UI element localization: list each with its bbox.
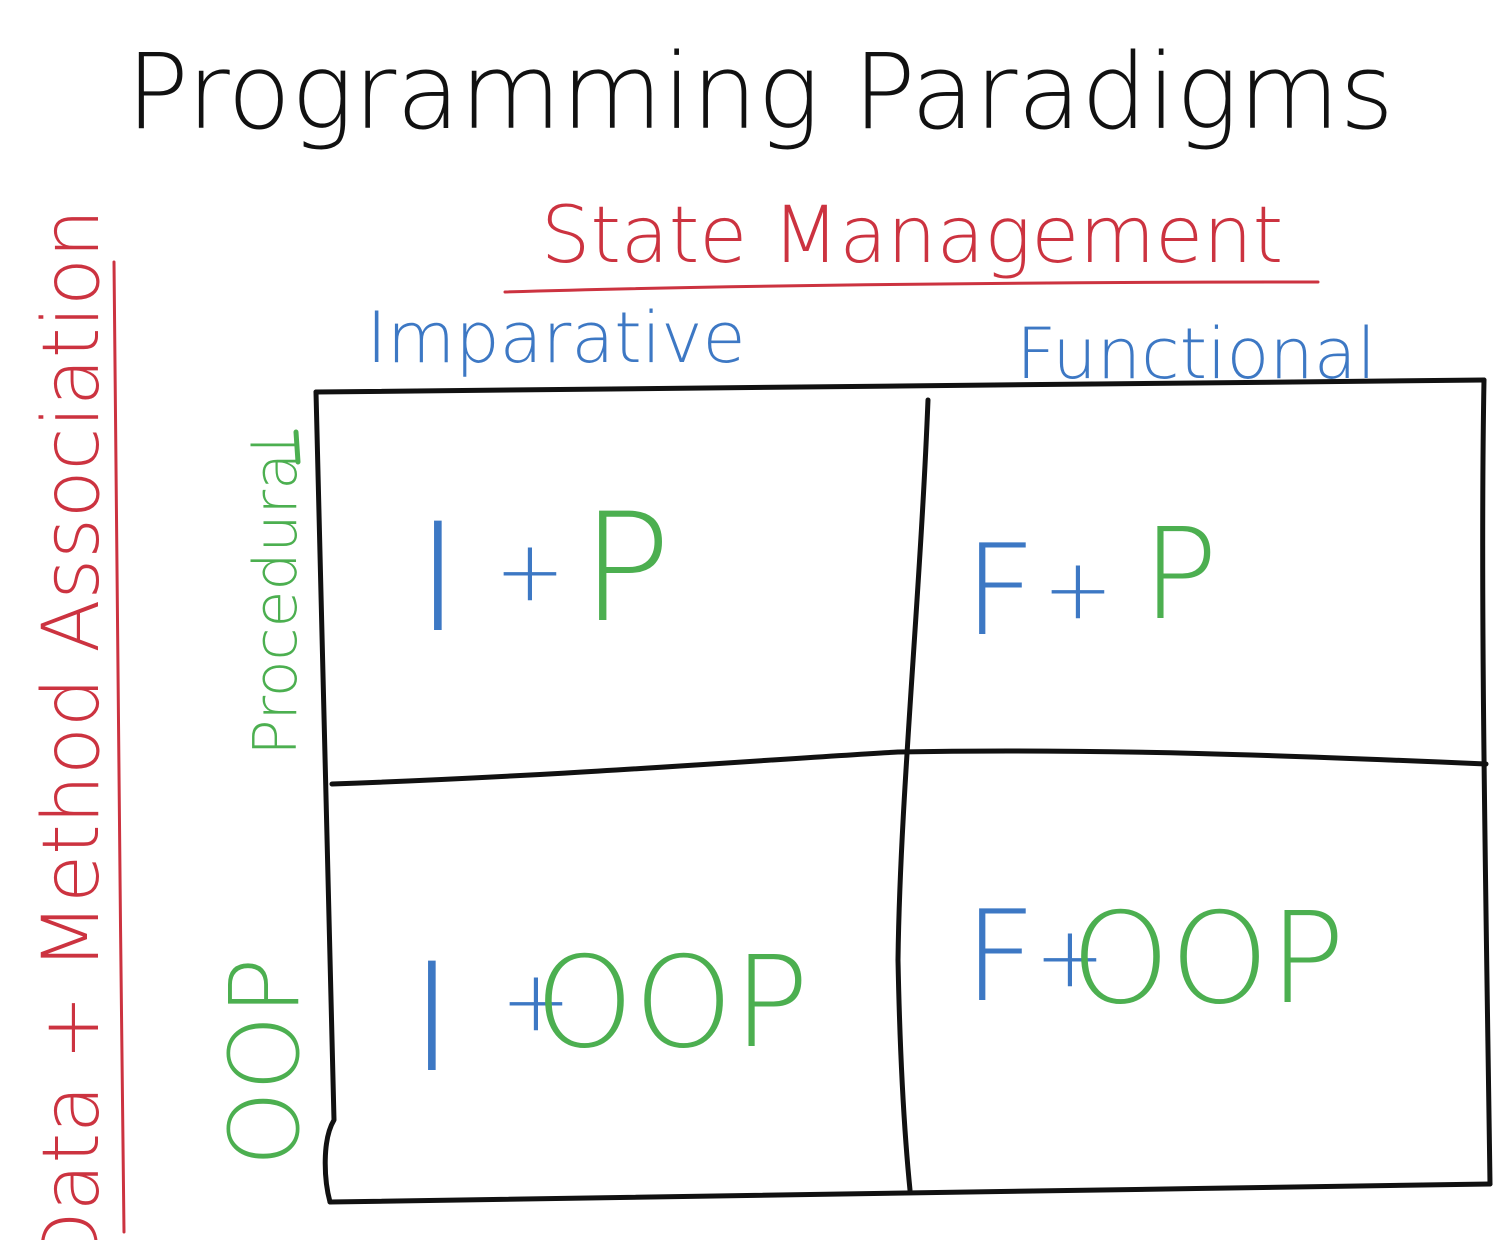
top-axis-label: State Management: [541, 191, 1283, 281]
left-axis-rule: [112, 260, 126, 1234]
cell-fp-plus: +: [1043, 540, 1113, 638]
cell-imperative-oop: I + OOP: [410, 929, 809, 1106]
cell-imperative-procedural: I + P: [416, 482, 671, 666]
top-axis-underline: [503, 280, 1320, 294]
cell-io-plus: +: [501, 952, 571, 1050]
left-axis-label: Data + Method Association: [27, 209, 117, 1240]
grid-horizontal-divider: [329, 748, 1489, 787]
row-header-procedural: Procedural: [241, 436, 311, 755]
cell-io-left: I: [410, 932, 454, 1106]
grid-bottom-edge: [327, 1181, 1493, 1205]
cell-fp-left: F: [964, 517, 1036, 664]
page-title: Programming Paradigms: [126, 31, 1394, 153]
quadrant-grid: [313, 377, 1493, 1205]
grid-top-edge: [313, 377, 1487, 395]
cell-fo-left: F: [964, 883, 1036, 1030]
row-header-oop: OOP: [209, 957, 321, 1166]
cell-fo-right: OOP: [1071, 885, 1345, 1032]
row-header-procedural-stroke: [293, 429, 301, 465]
cell-fp-right: P: [1142, 501, 1218, 648]
cell-fo-plus: +: [1035, 908, 1105, 1006]
grid-left-edge: [313, 389, 337, 1205]
cell-io-right: OOP: [535, 929, 809, 1076]
cell-functional-oop: F + OOP: [964, 883, 1345, 1032]
cell-ip-right: P: [581, 482, 671, 656]
cell-ip-plus: +: [495, 522, 565, 620]
column-header-imperative: Imparative: [366, 297, 745, 379]
cell-ip-left: I: [416, 492, 460, 666]
grid-vertical-divider: [895, 397, 931, 1193]
grid-right-edge: [1480, 377, 1493, 1187]
cell-functional-procedural: F + P: [964, 501, 1218, 664]
